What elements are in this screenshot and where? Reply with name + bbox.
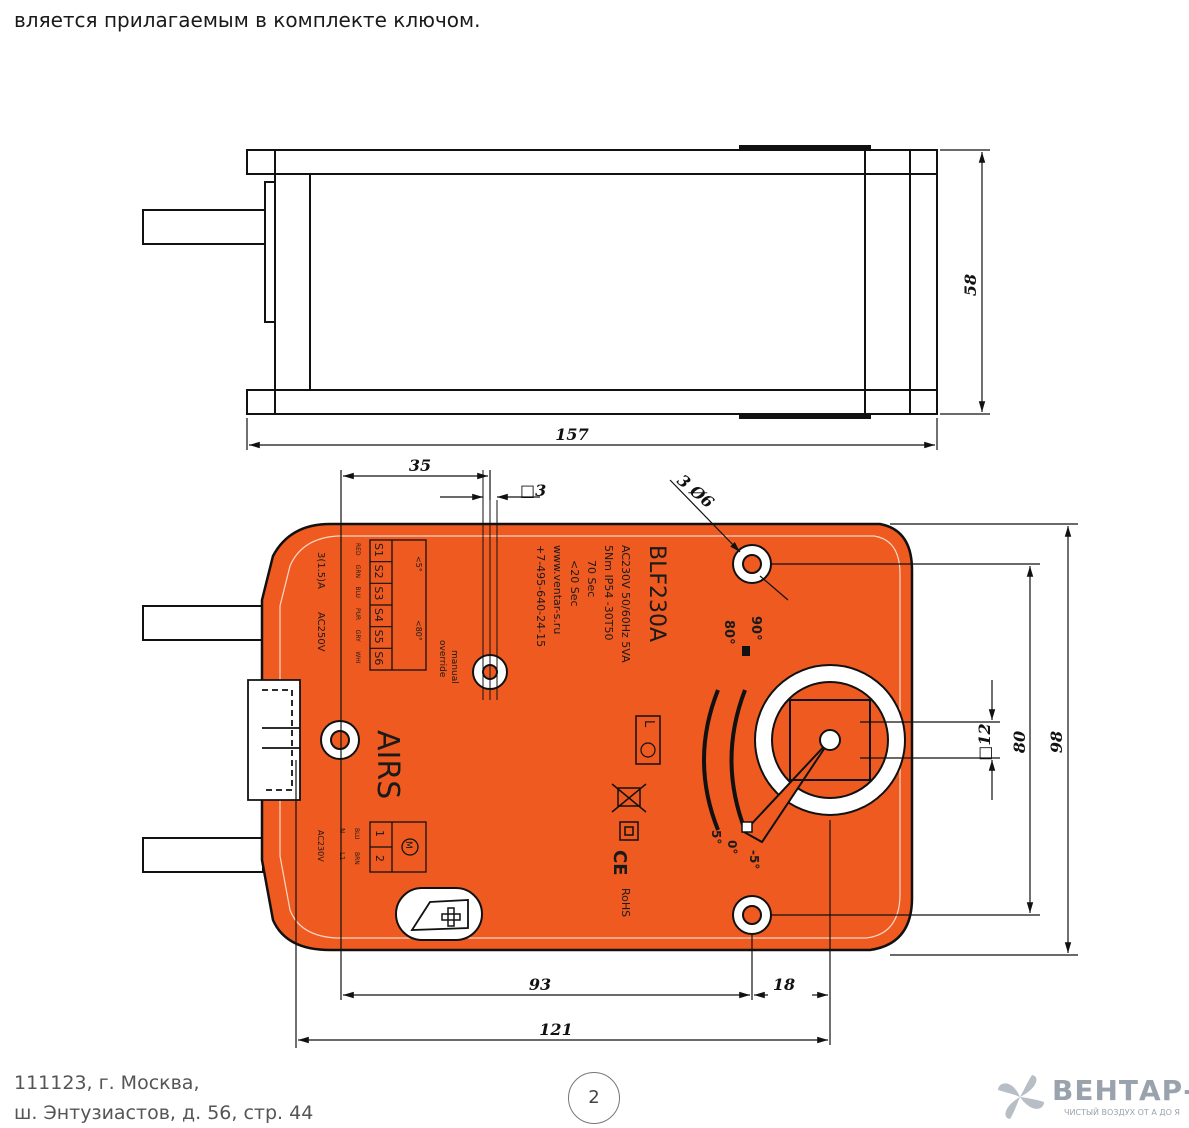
motor-terminal-1: 1 bbox=[373, 830, 386, 837]
terminal-s1: S1 bbox=[372, 543, 385, 557]
address-line-2: ш. Энтузиастов, д. 56, стр. 44 bbox=[14, 1102, 314, 1124]
terminal-s4: S4 bbox=[372, 608, 385, 622]
angle-minus-5: -5° bbox=[747, 850, 761, 869]
mount-bracket bbox=[247, 679, 301, 801]
angle-top: <80° bbox=[414, 620, 423, 641]
release-button bbox=[395, 887, 483, 941]
dim-18-text: 18 bbox=[773, 975, 795, 994]
dim-35-text: 35 bbox=[409, 456, 431, 475]
wire-red: RED bbox=[354, 543, 361, 556]
angle-80: 80° bbox=[721, 620, 736, 645]
dim-square-12-text: □12 bbox=[975, 723, 994, 760]
wire-grn: GRN bbox=[354, 565, 361, 578]
wire-blu: BLU bbox=[354, 586, 361, 598]
terminal-s2: S2 bbox=[372, 565, 385, 579]
footer-address: 111123, г. Москва, ш. Энтузиастов, д. 56… bbox=[14, 1068, 313, 1128]
dim-93-text: 93 bbox=[529, 975, 551, 994]
terminal-block: S1 RED S2 GRN S3 BLU S4 PUR S5 GRY S6 WHI bbox=[354, 539, 427, 671]
manual-label: manual bbox=[449, 650, 459, 684]
switch-rating-1: 3(1.5)A bbox=[315, 552, 326, 589]
motor-voltage: AC230V bbox=[316, 830, 325, 862]
logo-text: ВЕНТАР-С bbox=[1052, 1074, 1189, 1107]
motor-terminal-2: 2 bbox=[373, 855, 386, 862]
top-view bbox=[142, 145, 938, 419]
rohs-mark: RoHS bbox=[619, 888, 632, 917]
address-line-1: 111123, г. Москва, bbox=[14, 1072, 200, 1094]
wire-whi: WHI bbox=[354, 651, 361, 663]
website: www.ventar-s.ru bbox=[551, 545, 564, 634]
switch-rating-2: AC250V bbox=[315, 612, 326, 652]
motor-wire-1: BLU bbox=[353, 828, 360, 840]
header-text: вляется прилагаемым в комплекте ключом. bbox=[14, 8, 481, 32]
fan-icon bbox=[998, 1075, 1044, 1119]
l-mark: L bbox=[641, 720, 656, 728]
motor-side-n: N bbox=[338, 828, 346, 833]
dim-80-text: 80 bbox=[1010, 731, 1029, 754]
spec-line-2: 5Nm IP54 -30T50 bbox=[602, 545, 615, 641]
angle-0: 0° bbox=[725, 840, 739, 854]
brand-name: AIRS bbox=[370, 730, 405, 799]
weee-icon bbox=[611, 783, 647, 813]
terminal-s5: S5 bbox=[372, 630, 385, 644]
phone: +7-495-640-24-15 bbox=[534, 545, 547, 647]
dim-square-3-text: □3 bbox=[520, 481, 546, 500]
dim-157 bbox=[246, 418, 938, 450]
wire-pur: PUR bbox=[354, 608, 361, 620]
shafts bbox=[142, 605, 264, 873]
motor-wire-2: BRN bbox=[353, 852, 360, 865]
wire-gry: GRY bbox=[354, 630, 361, 642]
terminal-s6: S6 bbox=[372, 651, 385, 665]
angle-bottom: <5° bbox=[414, 556, 423, 572]
angle-90: 90° bbox=[748, 616, 763, 641]
spec-line-1: AC230V 50/60Hz 5VA bbox=[619, 545, 632, 663]
front-dims bbox=[295, 470, 1078, 1048]
terminal-s3: S3 bbox=[372, 586, 385, 600]
page-number: 2 bbox=[568, 1072, 620, 1124]
spec-line-3: 70 Sec bbox=[585, 560, 598, 597]
angle-scale bbox=[702, 689, 747, 831]
dim-58-text: 58 bbox=[961, 274, 980, 296]
ce-mark: CE bbox=[609, 850, 630, 876]
model-name: BLF230A bbox=[644, 545, 669, 642]
dim-58 bbox=[940, 149, 990, 415]
motor-symbol: M bbox=[403, 841, 413, 849]
logo-tagline: ЧИСТЫЙ ВОЗДУХ ОТ А ДО Я bbox=[1064, 1108, 1180, 1117]
label-texts: BLF230A AC230V 50/60Hz 5VA 5Nm IP54 -30T… bbox=[315, 545, 763, 917]
mount-holes bbox=[320, 544, 772, 935]
motor-side-l1: L1 bbox=[338, 852, 346, 860]
dim-121-text: 121 bbox=[539, 1020, 572, 1039]
dim-157-text: 157 bbox=[555, 425, 588, 444]
motor-terminal: 1 2 M BLU BRN N L1 bbox=[338, 821, 427, 873]
dim-98-text: 98 bbox=[1047, 731, 1066, 753]
company-logo: ВЕНТАР-С ЧИСТЫЙ ВОЗДУХ ОТ А ДО Я bbox=[990, 1070, 1189, 1125]
override-label: override bbox=[437, 640, 447, 678]
spec-line-4: <20 Sec bbox=[568, 560, 581, 607]
shaft-clamp bbox=[742, 664, 906, 844]
angle-5: 5° bbox=[709, 830, 723, 844]
actuator-body bbox=[260, 522, 914, 952]
